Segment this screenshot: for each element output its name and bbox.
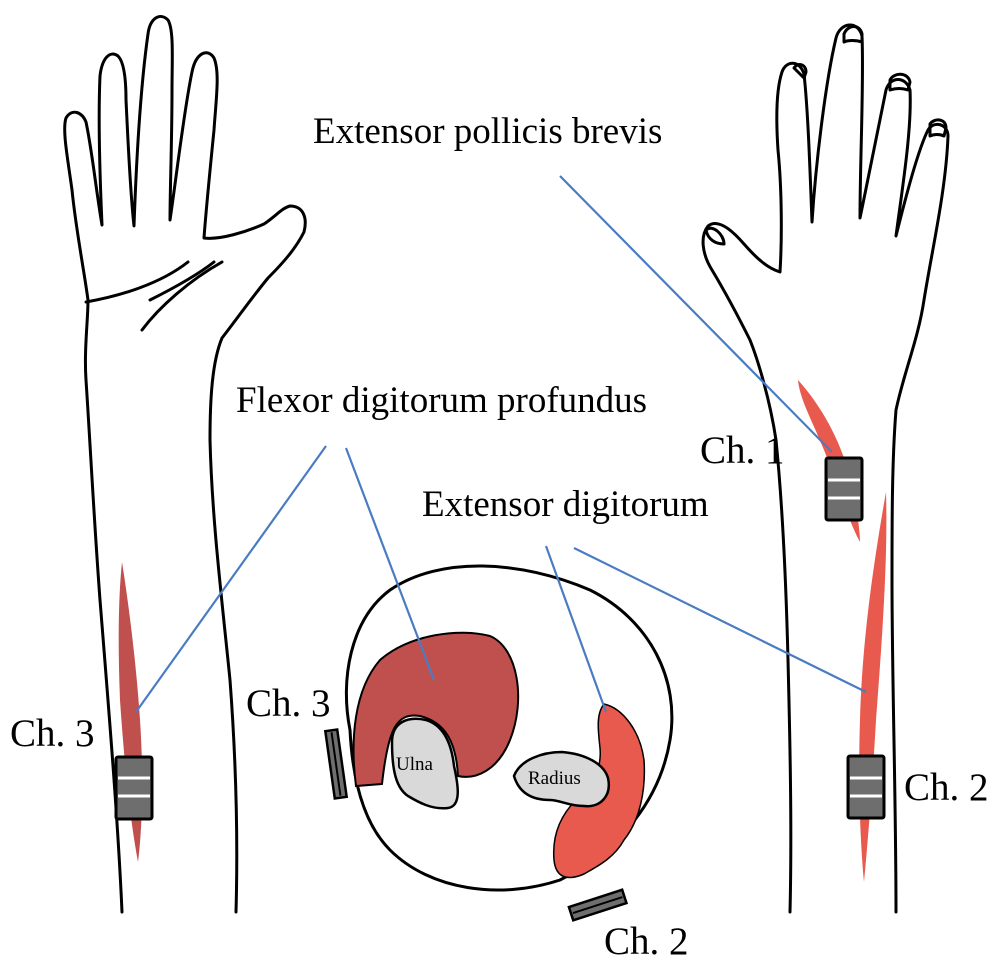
label-ch2-cross: Ch. 2 — [604, 920, 689, 963]
left-hand-outline — [65, 16, 306, 912]
label-ch1: Ch. 1 — [700, 429, 785, 472]
electrode-ch2-right — [848, 756, 884, 818]
right-ed-muscle — [859, 492, 886, 882]
thumb-nail — [706, 228, 724, 244]
label-ch2-right: Ch. 2 — [904, 766, 989, 809]
electrode-ch3-left — [116, 757, 152, 819]
palm-crease-2 — [142, 262, 222, 330]
electrode-ch3-cross — [325, 729, 346, 798]
electrode-ch1 — [826, 458, 862, 520]
label-ch3-cross: Ch. 3 — [246, 682, 331, 725]
label-ch3-left: Ch. 3 — [10, 712, 95, 755]
text-labels: Extensor pollicis brevis Flexor digitoru… — [10, 111, 989, 963]
leader-fdp-cross — [346, 448, 434, 680]
leader-fdp-left — [136, 446, 326, 712]
label-flexor-digitorum-profundus: Flexor digitorum profundus — [236, 380, 647, 421]
radius-label: Radius — [528, 768, 581, 789]
left-arm — [65, 16, 306, 912]
nail-middle — [844, 27, 862, 43]
leader-ed-cross — [546, 546, 606, 712]
label-extensor-pollicis-brevis: Extensor pollicis brevis — [313, 111, 662, 152]
leader-ed-right — [574, 548, 866, 692]
electrode-ch2-cross — [569, 890, 627, 921]
forearm-cross-section: Ulna Radius — [325, 566, 672, 920]
ulna-label: Ulna — [396, 754, 434, 775]
label-extensor-digitorum: Extensor digitorum — [422, 484, 709, 525]
